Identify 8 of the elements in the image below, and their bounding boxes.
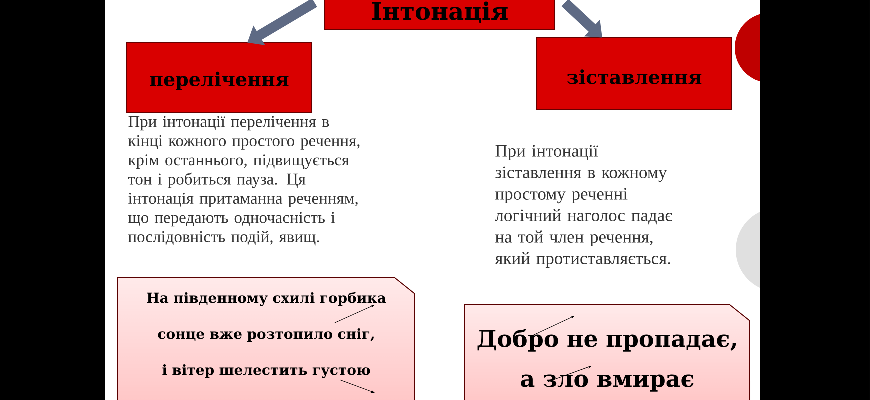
title-box: Інтонація <box>324 0 556 30</box>
description-text: При інтонації зіставлення в кожному простому реченні логічний наголос падає на той член речення, який протиставляється. <box>495 145 672 268</box>
title-box: зіставлення <box>536 38 732 110</box>
example-box: На південному схилі горбика сонце вже розтопило сніг, і вітер шелестить густою <box>118 278 416 400</box>
title-box: перелічення <box>126 42 312 114</box>
example-box: Добро не пропадає, а зло вмирає <box>464 304 750 400</box>
arrow <box>562 0 602 38</box>
description-text: При інтонації перелічення в кінці кожного простого речення, крім останнього, підвищується тон і робиться пауза. Ця інтонація притаманна реченням, що передають одночасність і послідовність подій, явищ. <box>128 116 360 246</box>
